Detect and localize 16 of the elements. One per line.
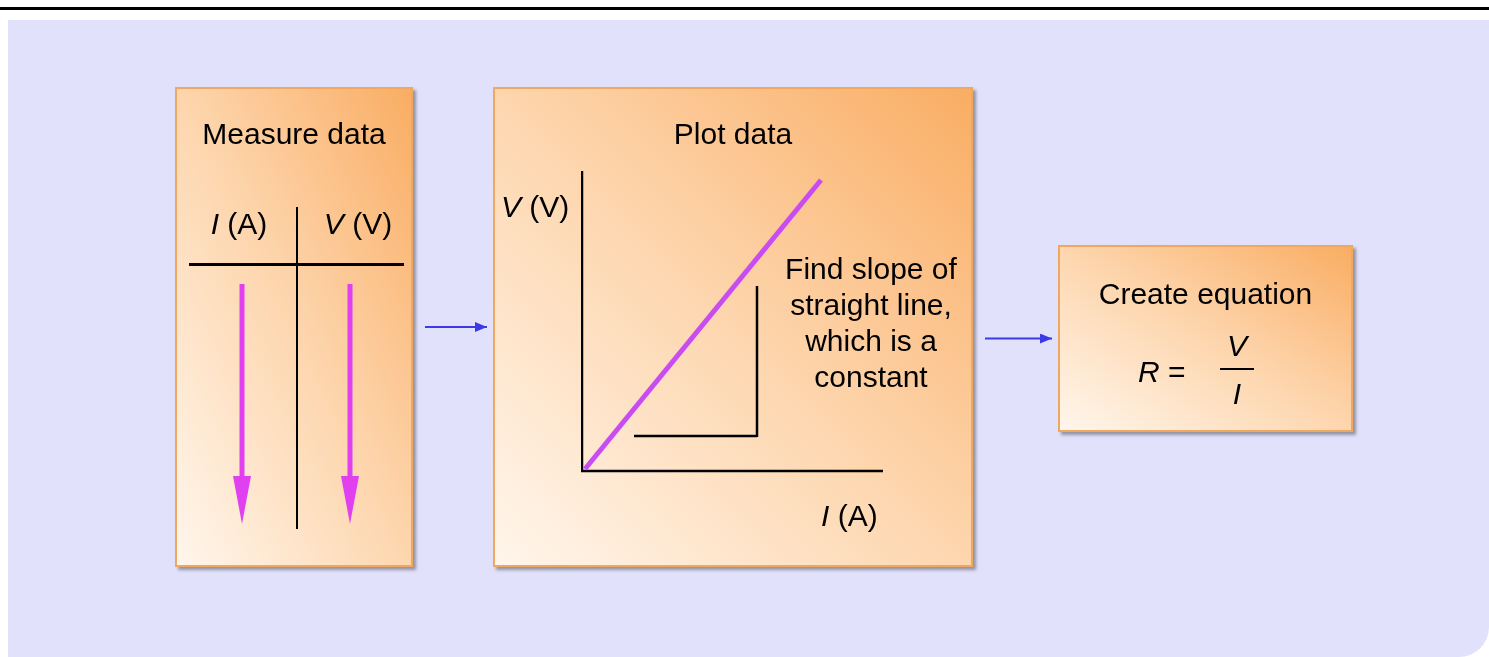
box-title: Plot data [672,116,794,152]
column-header: I (A) [209,206,269,242]
axis-label: I (A) [821,498,878,534]
arrow [984,333,1053,344]
process-box [493,87,973,567]
fraction-numerator: V [1226,328,1250,364]
annotation-text: Find slope of straight line, which is a constant [784,251,958,395]
process-box [1058,245,1353,432]
equation-text: R = [1138,354,1186,390]
fraction-denominator: I [1231,376,1243,412]
box-title: Measure data [201,116,387,152]
column-header: V (V) [322,206,394,242]
process-box [175,87,413,567]
arrow [424,322,488,332]
box-title: Create equation [1097,276,1314,312]
axis-label: V (V) [501,189,570,225]
